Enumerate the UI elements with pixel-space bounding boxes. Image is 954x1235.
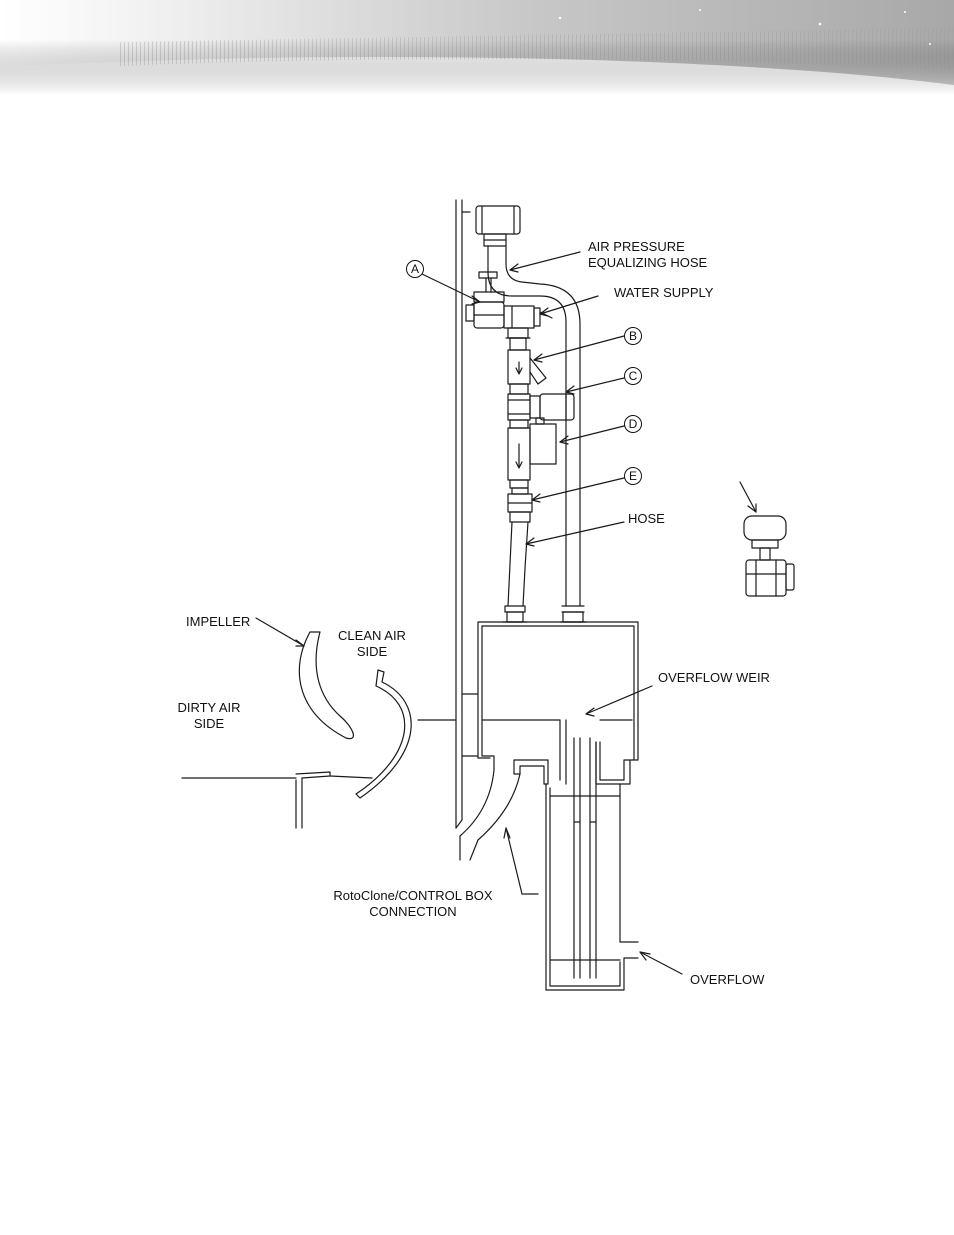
label-dirty-air: DIRTY AIR: [170, 700, 248, 716]
label-overflow: OVERFLOW: [690, 972, 764, 988]
dirty-air-duct: [182, 772, 372, 828]
label-air-pressure: AIR PRESSURE: [588, 239, 685, 255]
callout-d: D: [624, 415, 642, 433]
valve-a: [466, 272, 504, 328]
leader-lines: [256, 252, 756, 974]
label-rotoclone-connection: CONNECTION: [330, 904, 496, 920]
label-impeller: IMPELLER: [186, 614, 250, 630]
flexible-hose: [503, 522, 528, 622]
callout-c: C: [624, 367, 642, 385]
label-equalizing-hose: EQUALIZING HOSE: [588, 255, 707, 271]
label-clean-air-side: SIDE: [332, 644, 412, 660]
label-rotoclone: RotoClone/CONTROL BOX: [330, 888, 496, 904]
callout-e: E: [624, 467, 642, 485]
clean-air-housing: [356, 670, 456, 798]
strainer-b: [508, 338, 546, 394]
inset-valve-detail: [744, 516, 794, 596]
top-tee-fitting: [476, 206, 520, 246]
callout-b: B: [624, 327, 642, 345]
solenoid-d: [508, 420, 556, 488]
fitting-e: [508, 488, 532, 522]
label-overflow-weir: OVERFLOW WEIR: [658, 670, 770, 686]
label-water-supply: WATER SUPPLY: [614, 285, 713, 301]
callout-a: A: [406, 260, 424, 278]
label-dirty-air-side: SIDE: [170, 716, 248, 732]
label-clean-air: CLEAN AIR: [332, 628, 412, 644]
label-hose: HOSE: [628, 511, 665, 527]
